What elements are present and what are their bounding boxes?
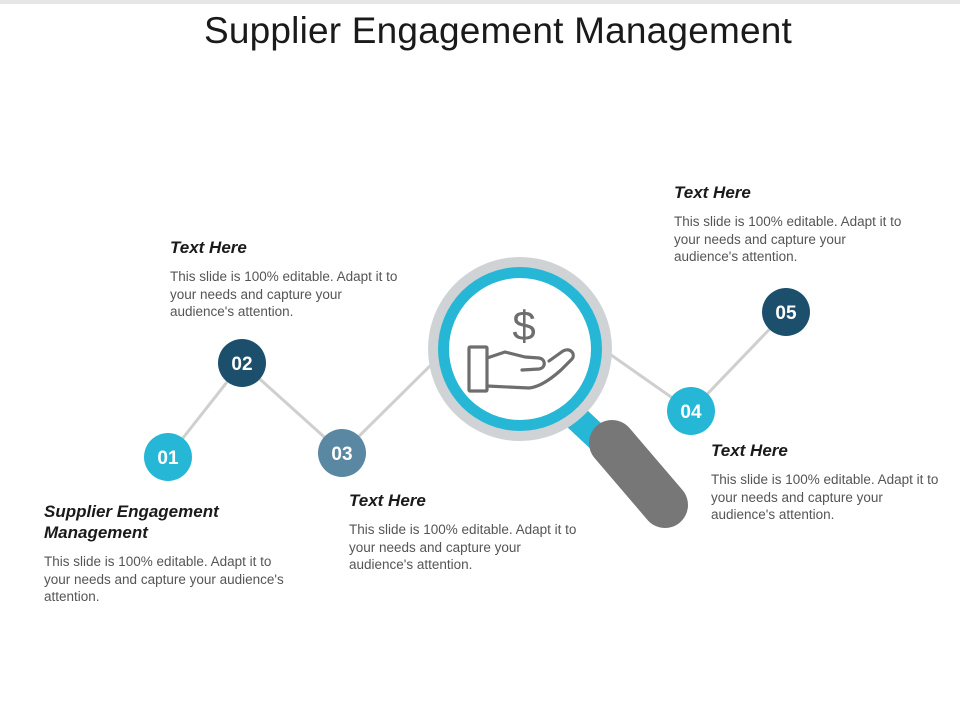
text-block-03-title: Text Here (349, 491, 426, 510)
top-rule (0, 0, 960, 4)
text-block-03: Text Here This slide is 100% editable. A… (349, 490, 579, 574)
magnifier-lens (449, 278, 591, 420)
node-04-label: 04 (680, 402, 702, 423)
node-02: 02 (218, 339, 266, 387)
text-block-05-body: This slide is 100% editable. Adapt it to… (674, 214, 902, 264)
magnifier-handle (589, 420, 688, 528)
text-block-01: Supplier Engagement Management This slid… (44, 501, 284, 606)
hand-cuff (467, 345, 489, 393)
node-02-label: 02 (231, 354, 252, 375)
text-block-01-body: This slide is 100% editable. Adapt it to… (44, 554, 284, 604)
text-block-02-body: This slide is 100% editable. Adapt it to… (170, 269, 398, 319)
text-block-02-title: Text Here (170, 238, 247, 257)
node-01-label: 01 (157, 448, 179, 469)
node-03: 03 (318, 429, 366, 477)
node-01-circle (144, 433, 192, 481)
dollar-icon: $ (512, 302, 535, 349)
node-05: 05 (762, 288, 810, 336)
node-01: 01 (144, 433, 192, 481)
text-block-02: Text Here This slide is 100% editable. A… (170, 237, 400, 321)
node-05-circle (762, 288, 810, 336)
text-block-01-title: Supplier Engagement Management (44, 502, 219, 542)
text-block-05-title: Text Here (674, 183, 751, 202)
node-04: 04 (667, 387, 715, 435)
node-04-circle (667, 387, 715, 435)
text-block-04-title: Text Here (711, 441, 788, 460)
nodes: 01 02 03 04 05 (144, 288, 810, 481)
hand-dollar-icon: $ (467, 302, 575, 393)
node-03-circle (318, 429, 366, 477)
text-block-04-body: This slide is 100% editable. Adapt it to… (711, 472, 939, 522)
text-block-05: Text Here This slide is 100% editable. A… (674, 182, 904, 266)
node-05-label: 05 (775, 303, 797, 324)
hand-palm (485, 348, 575, 390)
slide-title: Supplier Engagement Management (203, 10, 793, 51)
node-02-circle (218, 339, 266, 387)
text-block-03-body: This slide is 100% editable. Adapt it to… (349, 522, 577, 572)
text-block-04: Text Here This slide is 100% editable. A… (711, 440, 941, 524)
node-03-label: 03 (331, 444, 352, 465)
